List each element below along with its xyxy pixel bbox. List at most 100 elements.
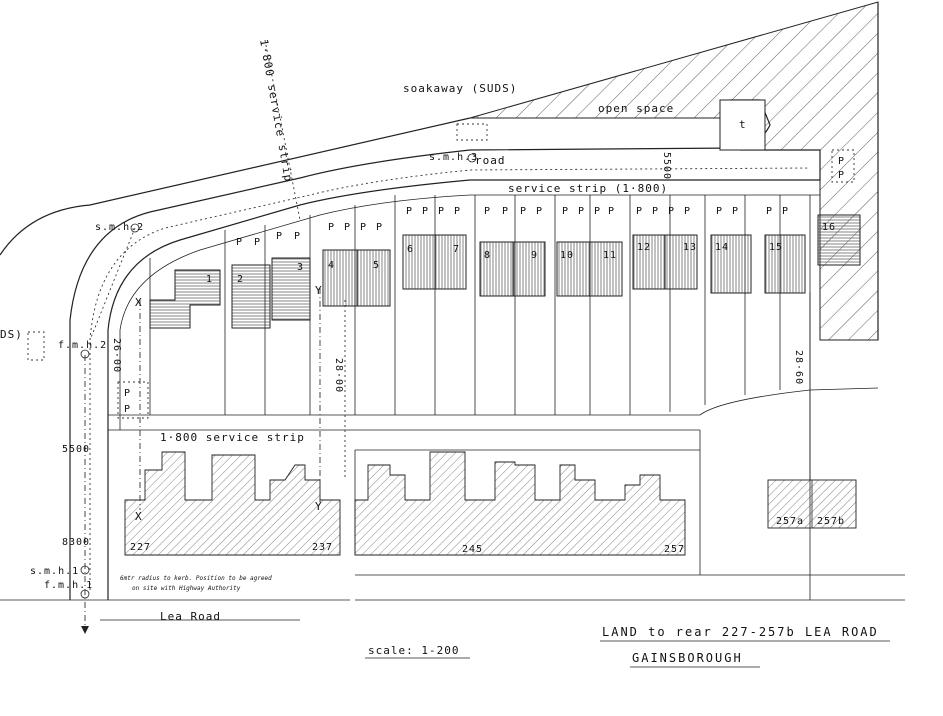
manhole-smh2 <box>130 223 140 233</box>
fmh1-label: f.m.h.1 <box>44 580 93 591</box>
parking-p: P <box>344 222 351 233</box>
manhole-fmh2 <box>80 349 90 359</box>
plot-boundaries <box>108 195 879 600</box>
title-line-2: GAINSBOROUGH <box>632 651 743 665</box>
dim-5500-left: 5500 <box>62 444 90 455</box>
plot-5: 5 <box>356 249 391 307</box>
parking-p: P <box>438 206 445 217</box>
parking-p: P <box>484 206 491 217</box>
kerb-note-line-1: 6mtr radius to kerb. Position to be agre… <box>120 575 272 582</box>
plot-8: 8 <box>479 241 514 297</box>
parking-p: P <box>578 206 585 217</box>
plot-2: 2 <box>231 264 271 329</box>
service-strip-left-label: 1·800 service strip <box>160 431 305 444</box>
turning-t-label: t <box>739 118 747 131</box>
plot-9-number: 9 <box>531 250 538 261</box>
section-x-top: X <box>135 296 143 309</box>
lea-road <box>0 574 905 621</box>
plot-7-number: 7 <box>453 244 460 255</box>
parking-p: P <box>502 206 509 217</box>
existing-257-label: 257 <box>664 544 685 555</box>
plot-4: 4 <box>322 249 358 307</box>
plot-11-number: 11 <box>603 250 617 261</box>
title-line-1: LAND to rear 227-257b LEA ROAD <box>602 625 879 639</box>
plot-14-number: 14 <box>715 242 729 253</box>
existing-257a-label: 257a <box>776 516 804 527</box>
dim-2600: 26·00 <box>111 338 122 373</box>
parking-p: P <box>684 206 691 217</box>
plot-14: 14 <box>710 234 752 294</box>
existing-237-label: 237 <box>312 542 333 553</box>
plot-6: 6 <box>402 234 436 290</box>
open-space-label: open space <box>598 102 674 115</box>
kerb-note-line-2: on site with Highway Authority <box>132 585 241 592</box>
parking-p: P <box>236 237 243 248</box>
parking-p: P <box>360 222 367 233</box>
road-label: road <box>475 154 506 167</box>
existing-227-label: 227 <box>130 542 151 553</box>
plot-1: 1 <box>149 269 221 329</box>
dim-2800: 28·00 <box>333 358 344 393</box>
soakaway-box <box>456 123 488 141</box>
section-lines: X X Y Y <box>135 284 811 523</box>
outfall-arrow-icon <box>81 626 89 634</box>
parking-p: P <box>376 222 383 233</box>
plot-12-number: 12 <box>637 242 651 253</box>
site-boundary <box>0 2 879 341</box>
section-x-bottom: X <box>135 510 143 523</box>
plot-8-number: 8 <box>484 250 491 261</box>
fmh2-label: f.m.h.2 <box>58 340 107 351</box>
parking-p: P <box>536 206 543 217</box>
parking-p: P <box>732 206 739 217</box>
plot-9: 9 <box>512 241 546 297</box>
dim-2860: 28·60 <box>793 350 804 385</box>
smh1-label: s.m.h.1 <box>30 566 79 577</box>
parking-p: P <box>766 206 773 217</box>
parking-p: P <box>838 170 845 181</box>
plot-13-number: 13 <box>683 242 697 253</box>
parking-p: P <box>124 404 131 415</box>
parking-p: P <box>652 206 659 217</box>
existing-257b-label: 257b <box>817 516 845 527</box>
plot-10-number: 10 <box>560 250 574 261</box>
existing-245-label: 245 <box>462 544 483 555</box>
manhole-smh1 <box>80 565 90 575</box>
soakaway-label: soakaway (SUDS) <box>403 82 517 95</box>
parking-p: P <box>254 237 261 248</box>
manhole-smh3 <box>467 153 477 163</box>
drainage-runs <box>80 153 477 634</box>
dim-8300: 8300 <box>62 537 90 548</box>
plot-3-number: 3 <box>297 262 304 273</box>
soakaway-left-box <box>27 331 45 361</box>
parking-p: P <box>406 206 413 217</box>
parking-p: P <box>562 206 569 217</box>
plot-15-number: 15 <box>769 242 783 253</box>
plot-6-number: 6 <box>407 244 414 255</box>
plots-layer: 1 2 3 4 5 6 7 8 <box>149 214 861 329</box>
section-y-top: Y <box>315 284 323 297</box>
parking-bay-box <box>831 149 855 183</box>
plot-15: 15 <box>764 234 806 294</box>
turning-head: t <box>719 99 766 151</box>
suds-left-label: DS) <box>0 328 23 341</box>
plot-12: 12 <box>632 234 666 290</box>
parking-p: P <box>838 156 845 167</box>
plot-7: 7 <box>434 234 467 290</box>
parking-p: P <box>294 231 301 242</box>
parking-p: P <box>668 206 675 217</box>
parking-p: P <box>328 222 335 233</box>
manhole-fmh1 <box>80 589 90 599</box>
parking-spaces: P P P P P P P P P P P P P P P P P P P P … <box>124 156 845 415</box>
parking-p: P <box>716 206 723 217</box>
parking-p: P <box>636 206 643 217</box>
plot-3: 3 <box>271 257 311 321</box>
parking-p: P <box>454 206 461 217</box>
parking-p: P <box>276 231 283 242</box>
service-strip-diagonal <box>264 39 301 221</box>
service-strip-top-label: service strip (1·800) <box>508 182 668 195</box>
plot-16: 16 <box>817 214 861 266</box>
plot-2-number: 2 <box>237 274 244 285</box>
plot-1-number: 1 <box>206 274 213 285</box>
smh2-label: s.m.h.2 <box>95 222 144 233</box>
